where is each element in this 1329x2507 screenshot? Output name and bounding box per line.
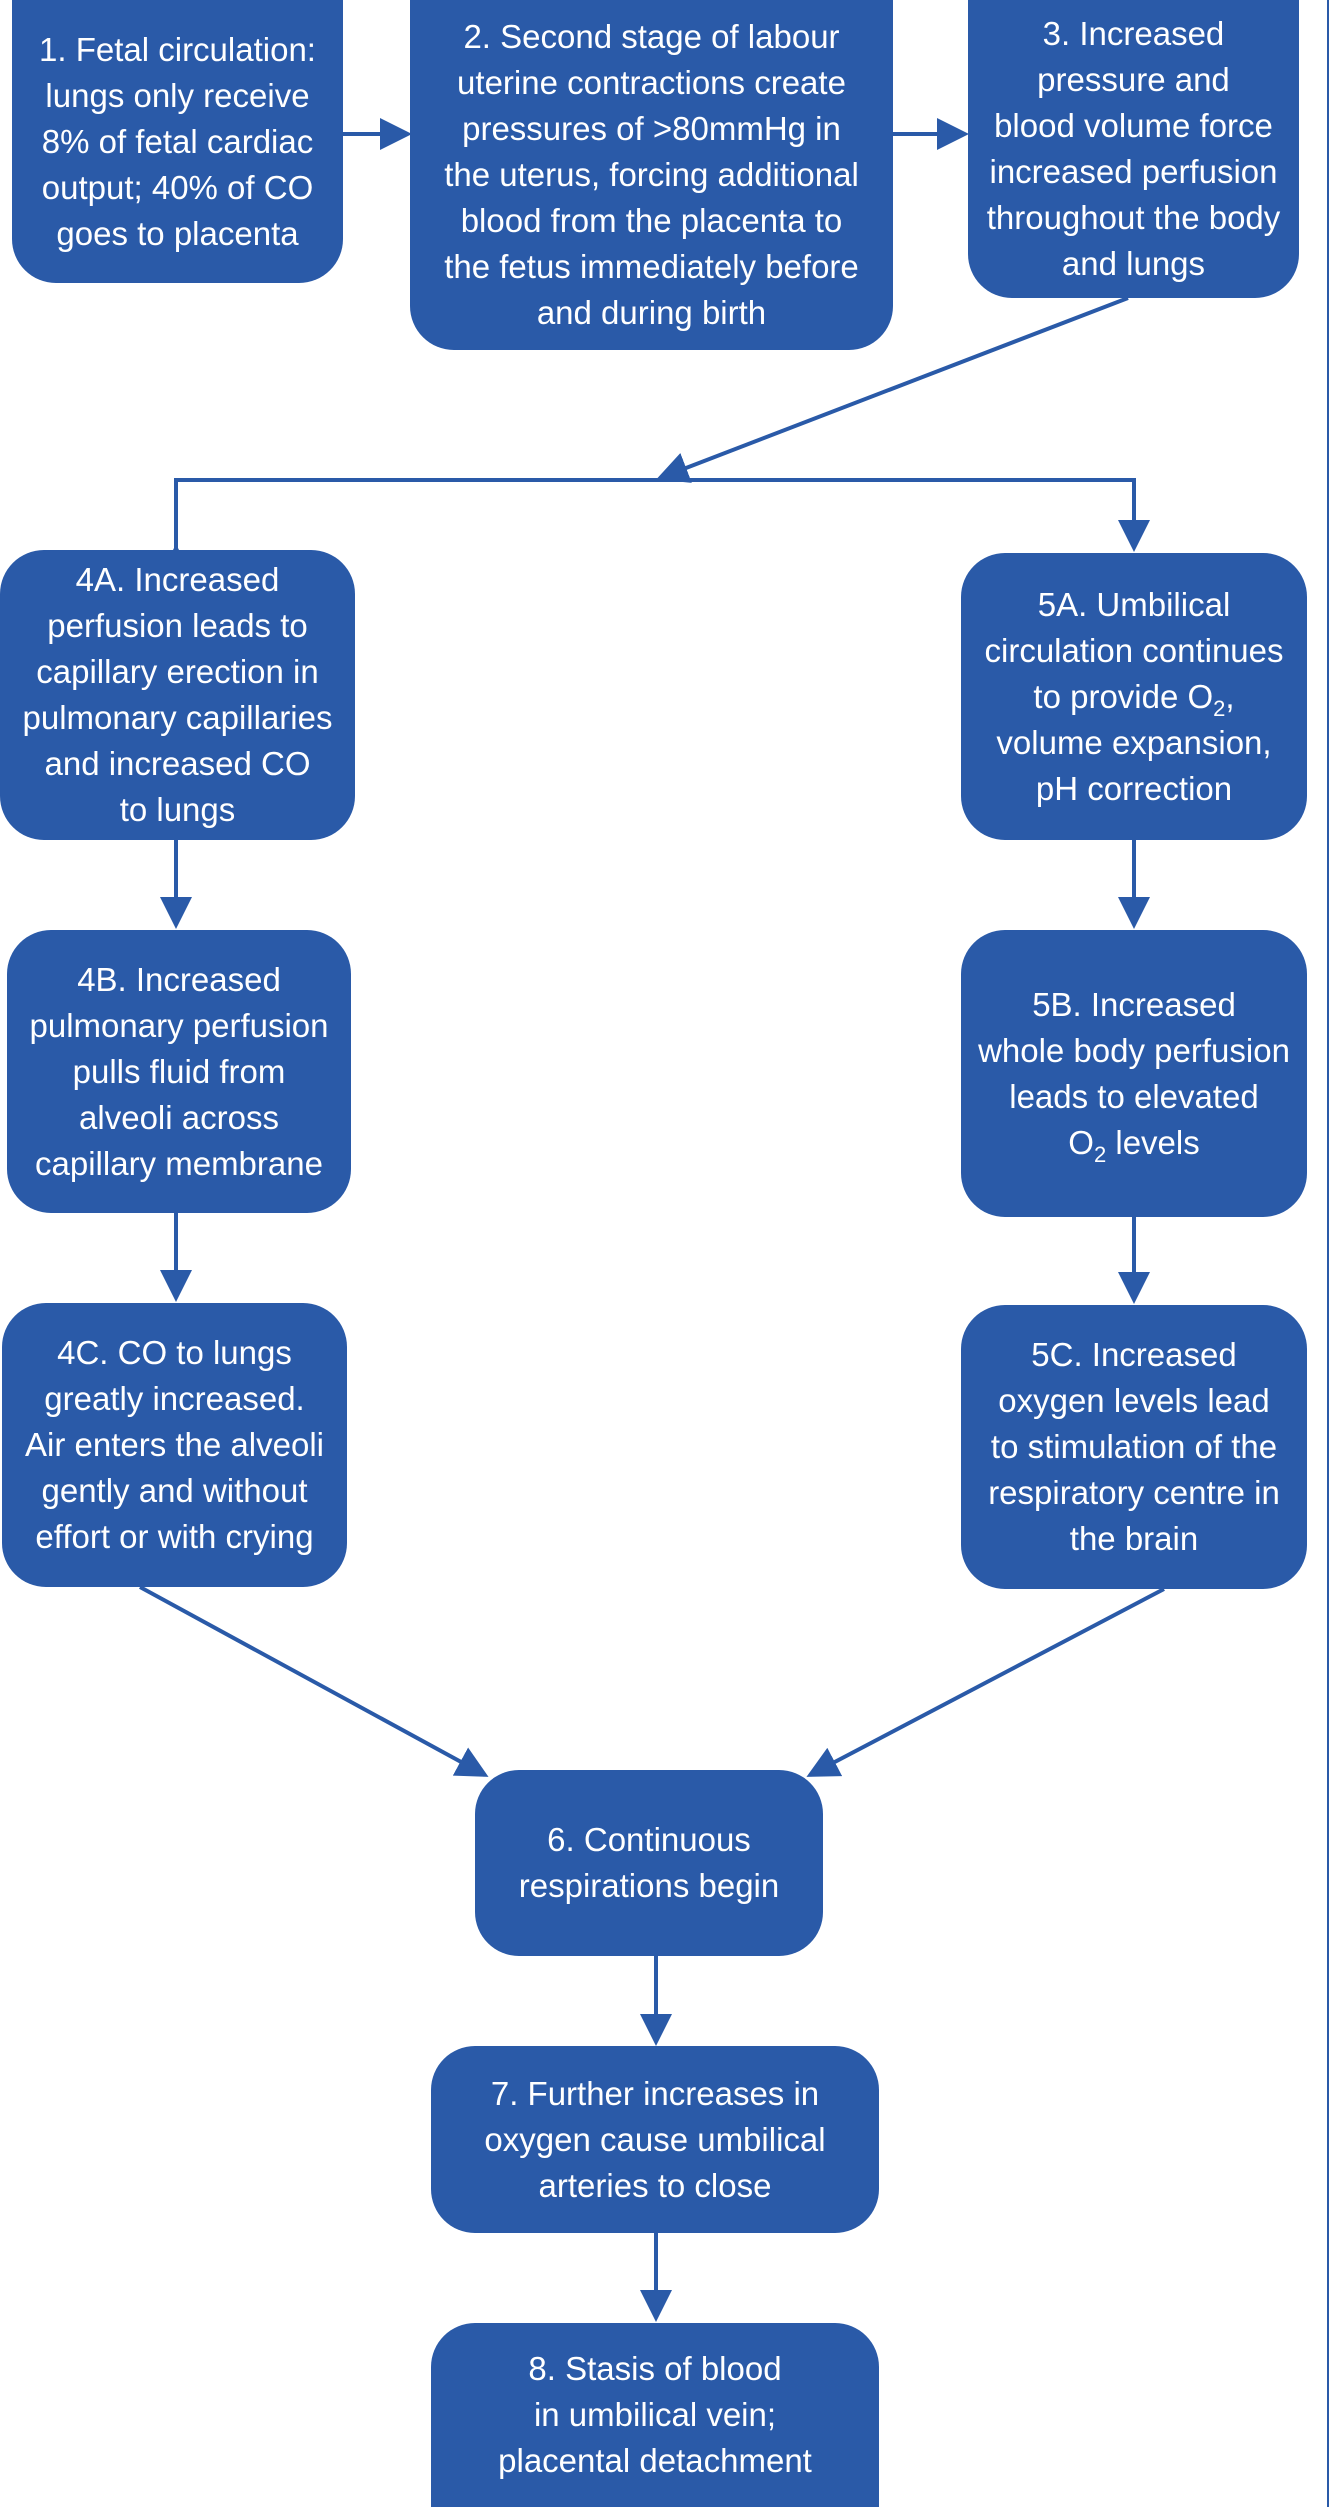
arrow-4c-to-6 bbox=[139, 1585, 489, 1777]
node-line: capillary erection in bbox=[36, 653, 319, 690]
node-line: uterine contractions create bbox=[457, 64, 846, 101]
arrow-3-to-branch bbox=[656, 296, 1129, 483]
node-line: placental detachment bbox=[498, 2442, 812, 2479]
node-line: perfusion leads to bbox=[47, 607, 308, 644]
node-line: to stimulation of the bbox=[990, 1428, 1278, 1465]
node-2-second-stage-labour: 2. Second stage of labour uterine contra… bbox=[410, 0, 893, 350]
node-line: in umbilical vein; bbox=[533, 2396, 777, 2433]
node-line: blood volume force bbox=[994, 107, 1273, 144]
node-line-text: O bbox=[1068, 1123, 1094, 1161]
node-5c-oxygen-levels: 5C. Increased oxygen levels lead to stim… bbox=[961, 1305, 1307, 1589]
node-line: alveoli across bbox=[79, 1098, 279, 1136]
node-8-placental-detachment: 8. Stasis of blood in umbilical vein; pl… bbox=[431, 2323, 879, 2507]
node-line: 7. Further increases in bbox=[490, 2074, 820, 2112]
node-4c-co-to-lungs: 4C. CO to lungs greatly increased. Air e… bbox=[2, 1303, 347, 1587]
node-line: blood from the placenta to bbox=[460, 202, 843, 239]
node-line: greatly increased. bbox=[44, 1380, 305, 1417]
node-line: pulls fluid from bbox=[72, 1052, 286, 1090]
node-line: increased perfusion bbox=[989, 153, 1278, 190]
branch-connector bbox=[160, 478, 1150, 576]
node-line: and lungs bbox=[1061, 245, 1206, 282]
node-line: 8% of fetal cardiac bbox=[41, 122, 314, 160]
node-line: to lungs bbox=[119, 791, 236, 828]
node-line: and increased CO bbox=[44, 745, 311, 782]
node-line: 6. Continuous bbox=[547, 1821, 751, 1858]
node-line: pulmonary perfusion bbox=[29, 1006, 329, 1044]
node-7-umbilical-arteries-close: 7. Further increases in oxygen cause umb… bbox=[431, 2046, 879, 2233]
node-line: 5B. Increased bbox=[1032, 985, 1236, 1023]
node-line: and during birth bbox=[536, 294, 767, 331]
node-5a-umbilical-circulation: 5A. Umbilical circulation continues to p… bbox=[961, 553, 1307, 840]
node-line: pH correction bbox=[1035, 769, 1233, 807]
node-line: 4C. CO to lungs bbox=[57, 1334, 292, 1371]
node-1-fetal-circulation: 1. Fetal circulation: lungs only receive… bbox=[12, 0, 343, 283]
node-line: goes to placenta bbox=[56, 214, 299, 252]
node-line: output; 40% of CO bbox=[41, 168, 314, 206]
node-line: 4B. Increased bbox=[77, 960, 281, 998]
node-line: pressures of >80mmHg in bbox=[462, 110, 841, 147]
node-line: respirations begin bbox=[518, 1867, 780, 1904]
node-line: arteries to close bbox=[538, 2166, 772, 2204]
node-line: volume expansion, bbox=[996, 723, 1272, 761]
node-line: effort or with crying bbox=[35, 1518, 314, 1555]
node-line: the fetus immediately before bbox=[444, 248, 859, 285]
node-line: leads to elevated bbox=[1009, 1077, 1259, 1115]
arrow-5c-to-6 bbox=[806, 1587, 1165, 1777]
node-line: oxygen levels lead bbox=[998, 1382, 1270, 1419]
node-line-suffix: levels bbox=[1106, 1123, 1200, 1161]
node-line-suffix: , bbox=[1225, 677, 1235, 715]
right-edge-line bbox=[1327, 0, 1329, 2507]
node-line: 5C. Increased bbox=[1031, 1336, 1237, 1373]
node-4b-pulmonary-perfusion: 4B. Increased pulmonary perfusion pulls … bbox=[7, 930, 351, 1213]
node-line: the uterus, forcing additional bbox=[444, 156, 859, 193]
node-line: whole body perfusion bbox=[978, 1031, 1290, 1069]
node-line: to provide O2, bbox=[985, 674, 1284, 720]
node-line: 8. Stasis of blood bbox=[528, 2350, 782, 2387]
node-6-continuous-respirations: 6. Continuous respirations begin bbox=[475, 1770, 823, 1956]
node-line: 3. Increased bbox=[1042, 15, 1225, 52]
node-line: the brain bbox=[1069, 1520, 1199, 1557]
node-line: gently and without bbox=[41, 1472, 308, 1509]
node-4a-capillary-erection: 4A. Increased perfusion leads to capilla… bbox=[0, 550, 355, 840]
node-line: respiratory centre in bbox=[988, 1474, 1280, 1511]
node-line: O2 levels bbox=[978, 1120, 1290, 1166]
subscript-2: 2 bbox=[1093, 1141, 1107, 1167]
node-line: throughout the body bbox=[986, 199, 1281, 236]
subscript-2: 2 bbox=[1213, 695, 1226, 721]
node-5b-whole-body-perfusion: 5B. Increased whole body perfusion leads… bbox=[961, 930, 1307, 1217]
node-line-text: to provide O bbox=[1033, 677, 1214, 715]
node-line: pulmonary capillaries bbox=[22, 699, 333, 736]
node-line: pressure and bbox=[1037, 61, 1230, 98]
node-line: 1. Fetal circulation: bbox=[39, 30, 316, 68]
node-line: capillary membrane bbox=[35, 1144, 323, 1182]
node-line: circulation continues bbox=[984, 631, 1284, 669]
node-line: 2. Second stage of labour bbox=[463, 18, 840, 55]
node-line: 4A. Increased bbox=[75, 561, 280, 598]
node-3-increased-pressure: 3. Increased pressure and blood volume f… bbox=[968, 0, 1299, 298]
node-line: 5A. Umbilical bbox=[1037, 585, 1231, 623]
node-line: Air enters the alveoli bbox=[25, 1426, 324, 1463]
node-line: lungs only receive bbox=[45, 76, 310, 114]
node-line: oxygen cause umbilical bbox=[484, 2120, 826, 2158]
